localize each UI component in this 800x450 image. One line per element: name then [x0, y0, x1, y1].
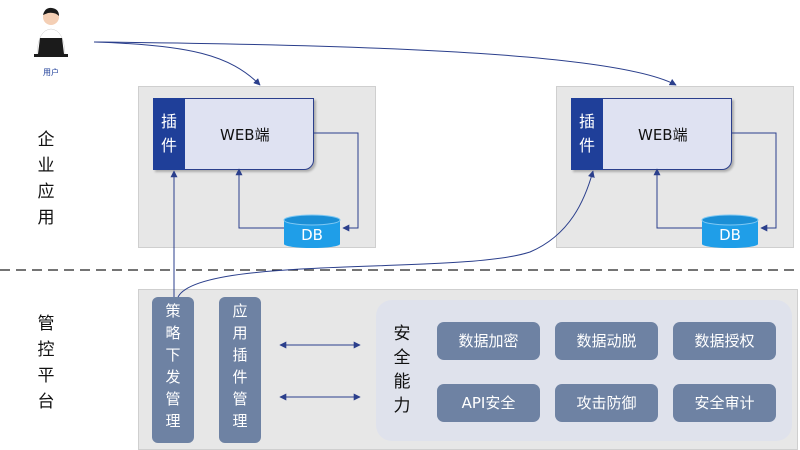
- capability-data-masking: 数据动脱: [555, 322, 658, 360]
- db-label: DB: [719, 226, 741, 244]
- db-label: DB: [301, 226, 323, 244]
- app-plugin-mgmt-block: 应用插件管理: [219, 297, 261, 443]
- user-label: 用户: [43, 68, 59, 77]
- policy-dispatch-block: 策略下发管理: [152, 297, 194, 443]
- arrow-user-to-web-2: [93, 41, 677, 86]
- policy-dispatch-label: 策略下发管理: [165, 302, 181, 430]
- arrow-user-to-web-1: [93, 41, 261, 86]
- app-panel-2: WEB端 插件 DB: [556, 86, 794, 248]
- app-plugin-mgmt-label: 应用插件管理: [232, 302, 248, 430]
- user-node: 用户: [28, 4, 74, 77]
- capability-api-security: API安全: [437, 384, 540, 422]
- capability-security-audit: 安全审计: [673, 384, 776, 422]
- db-2: [701, 214, 759, 248]
- security-capability-title: 安全能力: [393, 324, 411, 416]
- plugin-box-2: 插件: [571, 98, 603, 170]
- capability-data-encryption: 数据加密: [437, 322, 540, 360]
- plugin-label: 插件: [160, 112, 177, 155]
- control-platform-label: 管控平台: [37, 314, 55, 412]
- plugin-box-1: 插件: [153, 98, 185, 170]
- web-label: WEB端: [638, 126, 688, 144]
- web-label: WEB端: [220, 126, 270, 144]
- capability-data-authorization: 数据授权: [673, 322, 776, 360]
- app-panel-1: WEB端 插件 DB: [138, 86, 376, 248]
- plugin-label: 插件: [578, 112, 595, 155]
- enterprise-app-label: 企业应用: [37, 130, 55, 228]
- user-laptop-icon: [34, 7, 68, 57]
- capability-attack-defense: 攻击防御: [555, 384, 658, 422]
